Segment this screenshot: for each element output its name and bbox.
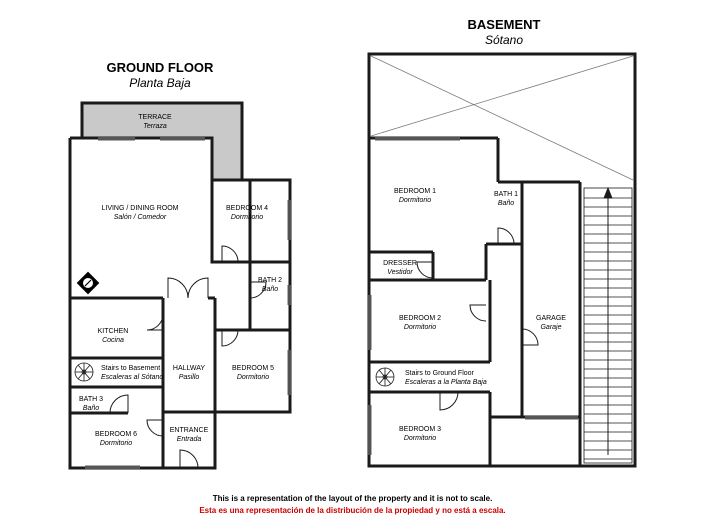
spiral-stair-icon — [74, 362, 94, 382]
straight-stair-icon — [583, 186, 633, 464]
basement-heading: BASEMENT Sótano — [444, 17, 564, 48]
door-swing-icon — [167, 277, 189, 299]
door-swing-icon — [187, 277, 209, 299]
spiral-stair-icon — [375, 367, 395, 387]
door-swing-icon — [439, 391, 459, 411]
bedroom-4-wall — [210, 180, 252, 264]
door-swing-icon — [469, 304, 487, 322]
door-swing-icon — [221, 245, 239, 263]
bath-2-wall — [248, 262, 290, 332]
basement-title: BASEMENT — [467, 17, 541, 32]
ground-floor-title: GROUND FLOOR — [106, 60, 214, 75]
disclaimer-spanish: Esta es una representación de la distrib… — [199, 506, 506, 515]
ground-floor-heading: GROUND FLOOR Planta Baja — [100, 60, 220, 91]
door-swing-icon — [146, 313, 164, 331]
door-swing-icon — [179, 449, 199, 469]
door-swing-icon — [416, 261, 434, 279]
door-swing-icon — [146, 419, 164, 437]
door-swing-icon — [249, 281, 267, 299]
open-void-cross — [370, 55, 634, 181]
ground-floor-subtitle: Planta Baja — [129, 76, 191, 90]
ground-floor-windows — [85, 137, 291, 469]
ground-floor-outline — [68, 136, 292, 470]
basement-doors — [416, 227, 539, 411]
ground-floor-doors — [109, 245, 267, 469]
basement-outline — [367, 52, 637, 468]
door-swing-icon — [497, 227, 515, 245]
basement-windows — [368, 137, 578, 455]
disclaimer-english: This is a representation of the layout o… — [212, 494, 493, 503]
door-swing-icon — [221, 329, 239, 347]
basement-subtitle: Sótano — [484, 33, 524, 47]
door-swing-icon — [521, 328, 539, 346]
door-swing-icon — [109, 394, 129, 414]
compass-icon — [76, 271, 100, 295]
